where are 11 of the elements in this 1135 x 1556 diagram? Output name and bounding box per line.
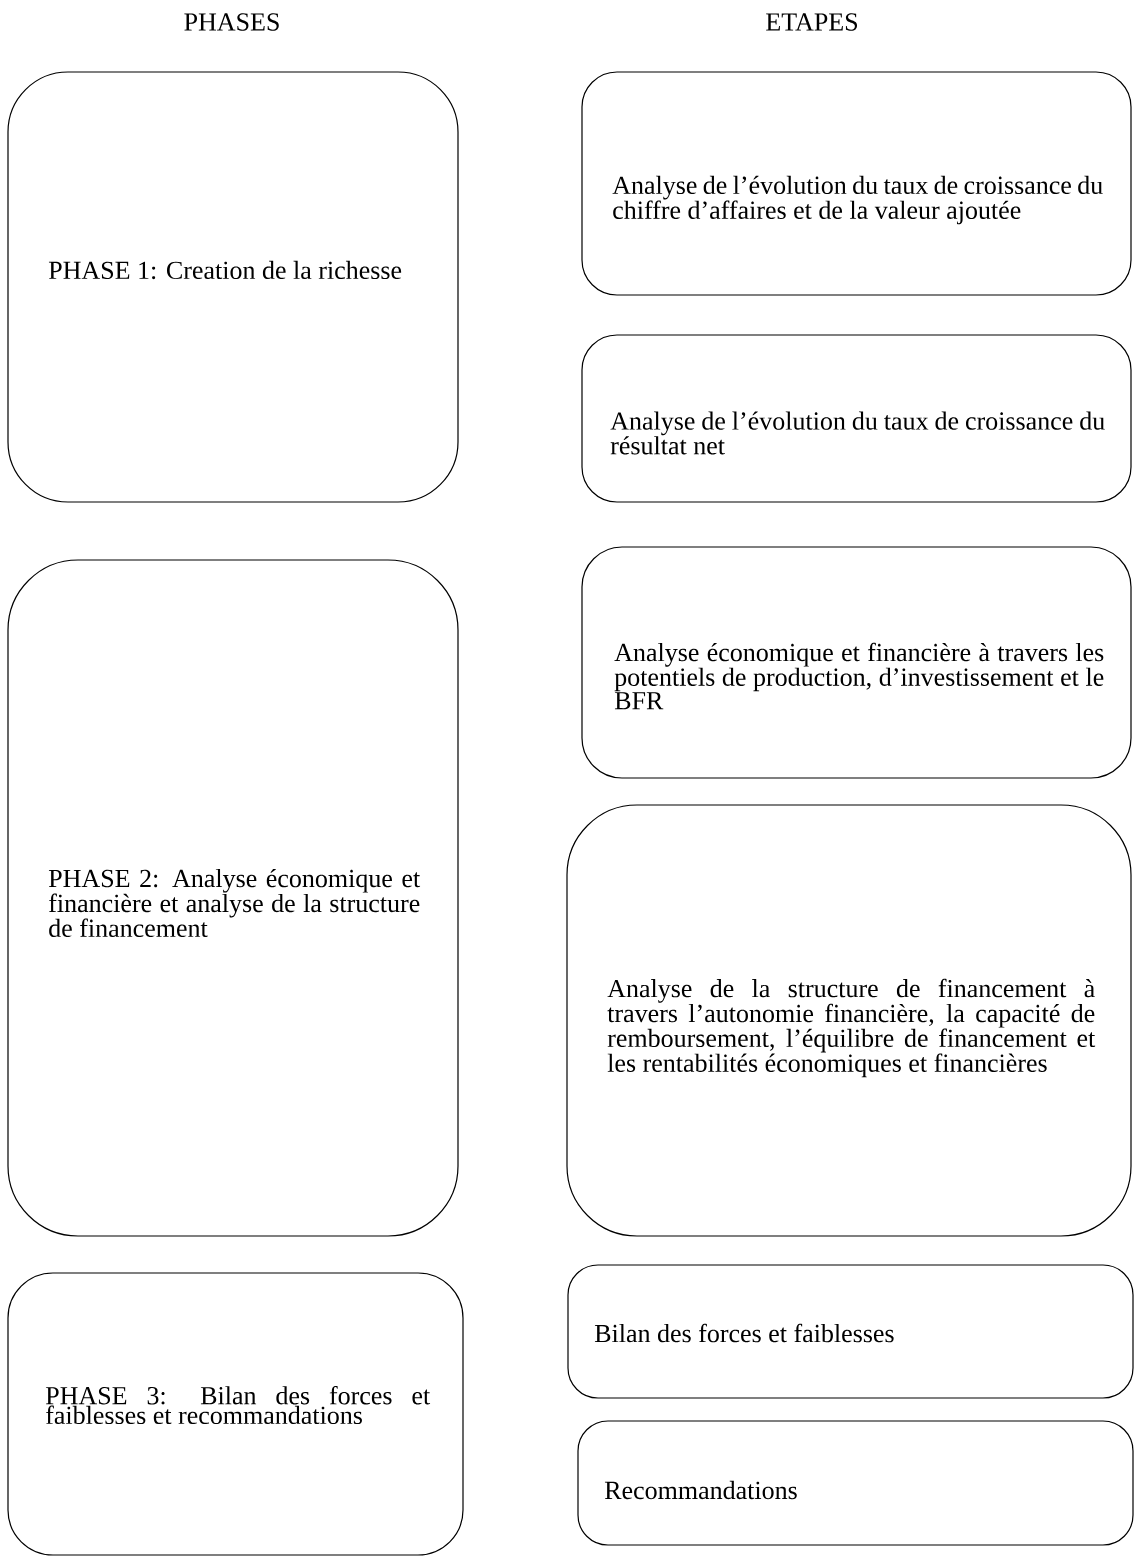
rounded-box: Analyse économique et financière à travers les potentiels de production, d’investissement et le BFR bbox=[581, 546, 1132, 779]
column-heading: PHASES bbox=[184, 13, 279, 31]
rounded-box: Analyse de l’évolution du taux de croissance du résultat net bbox=[581, 334, 1132, 503]
rounded-box: Bilan des forces et faiblesses bbox=[567, 1264, 1134, 1399]
rounded-box: Recommandations bbox=[577, 1420, 1134, 1546]
column-heading: ETAPES bbox=[766, 13, 857, 31]
rounded-box: Analyse de la structure de financement à travers l’autonomie financière, la capacité de remboursement, l’équilibre de financement et les rentabilités économiques et financières bbox=[566, 804, 1132, 1237]
rounded-box: PHASE 2: Analyse économique et financière et analyse de la structure de financement bbox=[7, 559, 459, 1237]
rounded-box: PHASE 1: Creation de la richesse bbox=[7, 71, 459, 503]
rounded-box: Analyse de l’évolution du taux de croissance du chiffre d’affaires et de la valeur ajoutée bbox=[581, 71, 1132, 296]
rounded-box: PHASE 3: Bilan des forces et faiblesses et recommandations bbox=[7, 1272, 464, 1556]
